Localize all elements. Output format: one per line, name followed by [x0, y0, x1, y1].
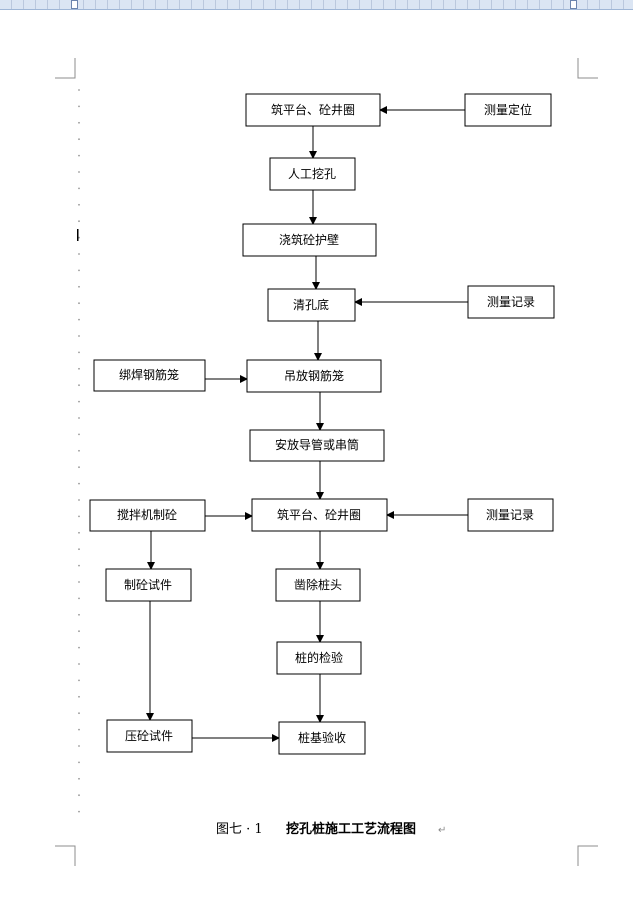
node-n14-label: 凿除桩头 — [294, 577, 342, 592]
connectors — [146, 106, 468, 742]
paragraph-mark-dot — [78, 367, 80, 370]
node-n8-label: 吊放钢筋笼 — [284, 368, 344, 383]
node-n12: 测量记录 — [467, 498, 554, 532]
paragraph-mark-dot — [78, 302, 80, 305]
ruler-indent-marker-right[interactable] — [570, 0, 577, 9]
node-n1: 筑平台、砼井圈 — [245, 93, 381, 127]
node-n7: 绑焊钢筋笼 — [93, 359, 206, 392]
paragraph-mark-dot — [78, 138, 80, 141]
figure-number: 图七 · 1 — [216, 822, 263, 837]
node-n14: 凿除桩头 — [275, 568, 361, 602]
paragraph-mark: ↵ — [438, 825, 446, 836]
paragraph-mark-dot — [78, 269, 80, 272]
page-corner-marks — [55, 58, 598, 866]
node-n15-label: 桩的检验 — [295, 650, 343, 665]
paragraph-mark-dot — [78, 236, 80, 239]
paragraph-mark-dot — [78, 466, 80, 469]
paragraph-mark-dot — [78, 433, 80, 436]
paragraph-mark-dot — [78, 712, 80, 715]
node-n16: 压砼试件 — [106, 719, 193, 753]
paragraph-marks-column — [78, 89, 80, 813]
node-n4: 浇筑砼护壁 — [242, 223, 377, 257]
figure-title: 挖孔桩施工工艺流程图 — [286, 821, 416, 837]
paragraph-mark-dot — [78, 679, 80, 682]
node-n6-label: 测量记录 — [487, 295, 535, 309]
paragraph-mark-dot — [78, 581, 80, 583]
node-n17-label: 桩基验收 — [298, 730, 346, 745]
node-n10-label: 搅拌机制砼 — [117, 507, 177, 522]
paragraph-mark-dot — [78, 121, 80, 124]
node-n7-label: 绑焊钢筋笼 — [119, 367, 179, 382]
node-n10: 搅拌机制砼 — [89, 499, 206, 532]
paragraph-mark-dot — [78, 482, 80, 485]
node-n16-label: 压砼试件 — [125, 728, 173, 743]
paragraph-mark-dot — [78, 400, 80, 403]
paragraph-mark-dot — [78, 154, 80, 157]
paragraph-mark-dot — [78, 105, 80, 108]
node-n2-label: 测量定位 — [484, 102, 532, 117]
ruler-ticks — [0, 0, 633, 9]
paragraph-mark-dot — [78, 220, 80, 223]
paragraph-mark-dot — [78, 351, 80, 354]
node-n13-label: 制砼试件 — [124, 577, 172, 592]
paragraph-mark-dot — [78, 253, 80, 255]
paragraph-mark-dot — [78, 531, 80, 534]
horizontal-ruler[interactable] — [0, 0, 633, 10]
node-n11-label: 筑平台、砼井圈 — [277, 507, 361, 522]
paragraph-mark-dot — [78, 171, 80, 173]
node-n3: 人工挖孔 — [269, 157, 356, 191]
node-n9-label: 安放导管或串筒 — [275, 437, 359, 452]
paragraph-mark-dot — [78, 384, 80, 387]
paragraph-mark-dot — [78, 515, 80, 518]
paragraph-mark-dot — [78, 89, 80, 91]
paragraph-mark-dot — [78, 646, 80, 649]
text-cursor — [77, 229, 79, 241]
node-n11: 筑平台、砼井圈 — [251, 498, 388, 532]
paragraph-mark-dot — [78, 449, 80, 452]
paragraph-mark-dot — [78, 335, 80, 337]
paragraph-mark-dot — [78, 695, 80, 698]
ruler-indent-marker-left[interactable] — [71, 0, 78, 9]
node-n2: 测量定位 — [464, 93, 552, 127]
node-n9: 安放导管或串筒 — [249, 429, 385, 462]
paragraph-mark-dot — [78, 630, 80, 633]
paragraph-mark-dot — [78, 203, 80, 206]
node-n6: 测量记录 — [467, 285, 555, 319]
paragraph-mark-dot — [78, 613, 80, 616]
node-n4-label: 浇筑砼护壁 — [279, 232, 339, 247]
paragraph-mark-dot — [78, 285, 80, 288]
paragraph-mark-dot — [78, 597, 80, 600]
node-n12-label: 测量记录 — [486, 508, 534, 522]
node-n8: 吊放钢筋笼 — [246, 359, 382, 393]
paragraph-mark-dot — [78, 745, 80, 747]
paragraph-mark-dot — [78, 417, 80, 419]
paragraph-mark-dot — [78, 810, 80, 813]
node-n17: 桩基验收 — [278, 721, 366, 755]
node-n1-label: 筑平台、砼井圈 — [271, 102, 355, 117]
node-n15: 桩的检验 — [276, 641, 362, 675]
paragraph-mark-dot — [78, 794, 80, 797]
paragraph-mark-dot — [78, 499, 80, 501]
node-n13: 制砼试件 — [105, 568, 192, 602]
node-n5: 清孔底 — [267, 288, 356, 322]
paragraph-mark-dot — [78, 318, 80, 321]
paragraph-mark-dot — [78, 564, 80, 567]
node-n3-label: 人工挖孔 — [288, 166, 336, 181]
paragraph-mark-dot — [78, 728, 80, 731]
paragraph-mark-dot — [78, 663, 80, 665]
paragraph-mark-dot — [78, 548, 80, 551]
node-n5-label: 清孔底 — [293, 297, 329, 312]
paragraph-mark-dot — [78, 187, 80, 190]
paragraph-mark-dot — [78, 777, 80, 780]
paragraph-mark-dot — [78, 761, 80, 764]
